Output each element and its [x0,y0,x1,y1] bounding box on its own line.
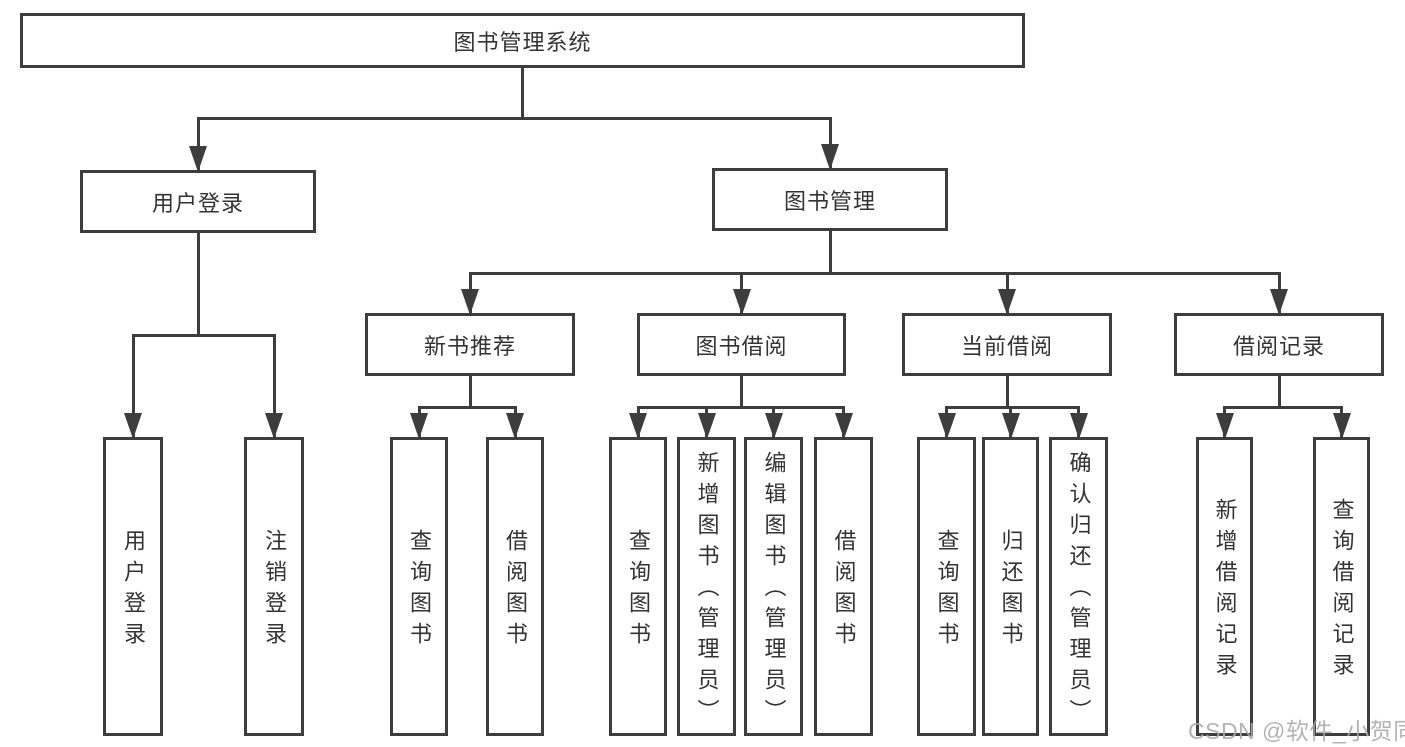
connector-line [521,68,524,118]
arrowhead-icon [265,413,283,439]
connector-line [1005,376,1009,407]
arrowhead-icon [506,413,524,439]
node-leaf-logout: 注销登录 [244,437,304,736]
node-label: 注销登录 [262,528,287,653]
connector-line [828,231,832,273]
connector-line [828,118,832,168]
node-root: 图书管理系统 [20,13,1025,68]
connector-line [1223,405,1343,409]
node-leaf-return-book: 归还图书 [982,437,1039,736]
arrowhead-icon [998,289,1016,315]
node-label: 查询借阅记录 [1329,497,1355,684]
node-new-book: 新书推荐 [365,313,575,376]
node-label: 新书推荐 [423,333,516,359]
arrowhead-icon [461,289,479,315]
arrowhead-icon [764,413,783,439]
node-leaf-user-login: 用户登录 [103,437,163,736]
arrowhead-icon [124,413,142,439]
connector-line [196,233,200,335]
node-login: 用户登录 [80,170,316,233]
node-leaf-query-record: 查询借阅记录 [1313,437,1370,736]
connector-line [196,118,200,170]
connector-line [1277,376,1281,407]
node-book-borrow: 图书借阅 [637,313,846,376]
arrowhead-icon [189,146,207,172]
arrowhead-icon [629,413,647,439]
arrowhead-icon [1001,413,1020,439]
node-leaf-query-book-2: 查询图书 [609,437,667,736]
connector-line [945,405,1080,409]
connector-line [131,335,135,437]
node-current-borrow: 当前借阅 [902,313,1112,376]
node-leaf-borrow-book-2: 借阅图书 [814,437,873,736]
node-borrow-records: 借阅记录 [1174,313,1384,376]
node-leaf-query-book-1: 查询图书 [390,437,448,736]
arrowhead-icon [834,413,853,439]
arrowhead-icon [937,413,956,439]
node-label: 借阅图书 [831,528,857,653]
arrowhead-icon [410,413,428,439]
node-leaf-add-record: 新增借阅记录 [1196,437,1253,736]
arrowhead-icon [732,289,751,315]
csdn-watermark: CSDN @软件_小贺同学 [1188,718,1405,744]
node-label: 当前借阅 [960,333,1053,359]
node-leaf-confirm-return: 确认归还（管理员） [1049,437,1108,736]
connector-line [468,271,1281,275]
node-label: 图书管理 [783,188,876,214]
connector-line [131,333,276,337]
node-label: 新增借阅记录 [1212,497,1238,684]
connector-line [272,335,276,437]
node-label: 图书管理系统 [453,29,592,55]
node-label: 确认归还（管理员） [1066,451,1092,730]
arrowhead-icon [821,144,839,170]
node-leaf-query-book-3: 查询图书 [917,437,976,736]
connector-line [636,405,845,409]
arrowhead-icon [1332,413,1351,439]
node-label: 归还图书 [998,528,1024,653]
arrowhead-icon [1069,413,1088,439]
node-label: 用户登录 [151,190,244,216]
node-label: 图书借阅 [695,333,788,359]
node-label: 借阅图书 [503,528,528,653]
connector-line [468,376,472,407]
node-label: 借阅记录 [1232,333,1325,359]
connector-line [740,376,743,407]
node-leaf-borrow-book-1: 借阅图书 [486,437,544,736]
node-book-mgmt: 图书管理 [712,168,948,231]
arrowhead-icon [1215,413,1234,439]
node-label: 新增图书（管理员） [694,451,720,730]
node-leaf-edit-book: 编辑图书（管理员） [744,437,803,736]
arrowhead-icon [1270,289,1288,315]
connector-line [196,116,832,120]
node-label: 查询图书 [407,528,432,653]
node-leaf-add-book: 新增图书（管理员） [677,437,736,736]
node-label: 编辑图书（管理员） [761,451,787,730]
node-label: 用户登录 [121,528,146,653]
node-label: 查询图书 [626,528,651,653]
arrowhead-icon [697,413,716,439]
node-label: 查询图书 [934,528,960,653]
connector-line [417,405,517,409]
